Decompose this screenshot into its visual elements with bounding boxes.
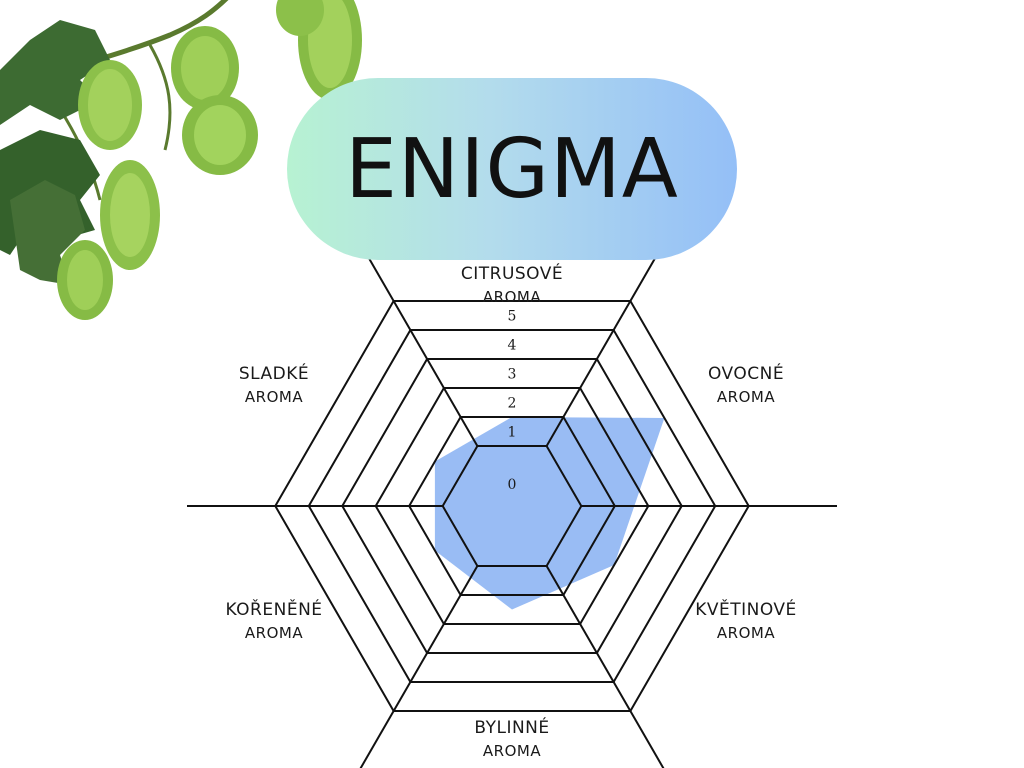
axis-label-line2: AROMA: [244, 388, 304, 406]
value-polygon: [434, 417, 665, 610]
grid-spoke: [348, 224, 479, 447]
page-title: ENIGMA: [345, 121, 679, 217]
axis-label-line2: AROMA: [244, 624, 304, 642]
radar-tick-labels: 0 1 2 3 4 5: [508, 309, 517, 494]
axis-label-floral: KVĚTINOVÉ AROMA: [656, 598, 836, 644]
radar-value-shape: [434, 417, 665, 610]
hop-branch-icon: [0, 0, 362, 320]
axis-label-line2: AROMA: [482, 742, 542, 760]
axis-label-herbal: BYLINNÉ AROMA: [422, 716, 602, 762]
axis-label-citrus: CITRUSOVÉ AROMA: [422, 262, 602, 308]
tick-label: 1: [508, 425, 517, 441]
axis-label-line2: AROMA: [716, 388, 776, 406]
grid-spoke: [359, 565, 479, 768]
grid-spoke: [545, 565, 665, 768]
tick-label: 3: [508, 367, 517, 383]
grid-spoke: [545, 224, 676, 447]
title-pill: ENIGMA: [287, 78, 737, 260]
tick-label: 2: [508, 396, 517, 412]
tick-label: 4: [508, 338, 517, 354]
axis-label-line2: AROMA: [716, 624, 776, 642]
axis-label-line1: SLADKÉ: [238, 364, 310, 384]
axis-label-line1: KOŘENĚNÉ: [225, 600, 323, 620]
axis-label-line1: OVOCNÉ: [707, 364, 785, 384]
axis-label-sweet: SLADKÉ AROMA: [184, 362, 364, 408]
tick-label: 0: [508, 477, 517, 493]
axis-label-spicy: KOŘENĚNÉ AROMA: [184, 598, 364, 644]
radar-grid: [187, 224, 837, 768]
axis-label-line1: BYLINNÉ: [474, 718, 550, 738]
axis-label-line1: KVĚTINOVÉ: [695, 600, 797, 620]
tick-label: 5: [508, 309, 517, 325]
axis-label-line1: CITRUSOVÉ: [460, 264, 564, 284]
axis-label-line2: AROMA: [482, 288, 542, 306]
axis-label-fruity: OVOCNÉ AROMA: [656, 362, 836, 408]
